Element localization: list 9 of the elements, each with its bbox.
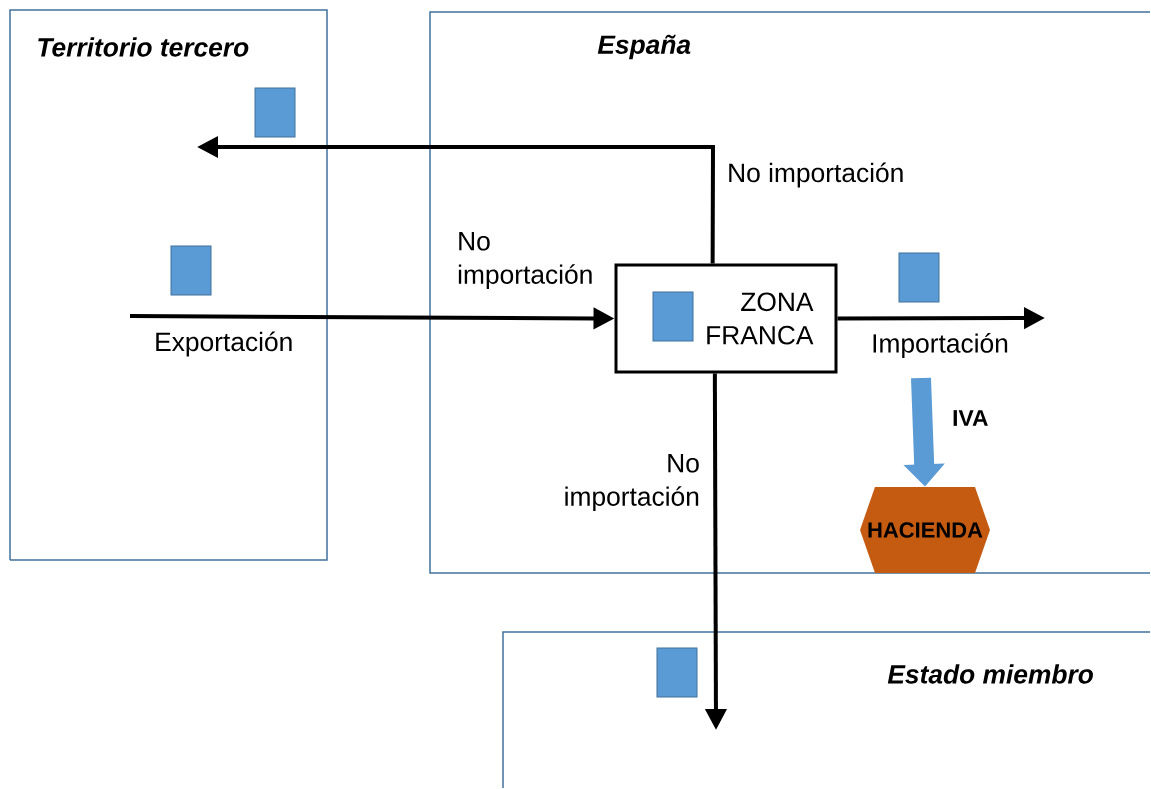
edge-label: No importación — [455, 230, 604, 291]
edge-label: IVA — [950, 408, 991, 428]
process-box: ZONA FRANCA — [614, 263, 838, 374]
edge-label: Importación — [869, 331, 1011, 360]
text-label: Exportación — [156, 331, 292, 357]
hexagon-box: HACIENDA — [860, 487, 990, 573]
edge-label: No importación — [725, 160, 907, 190]
edge-label: No importación — [553, 452, 702, 513]
region-box: Estado miembro — [502, 631, 1151, 789]
